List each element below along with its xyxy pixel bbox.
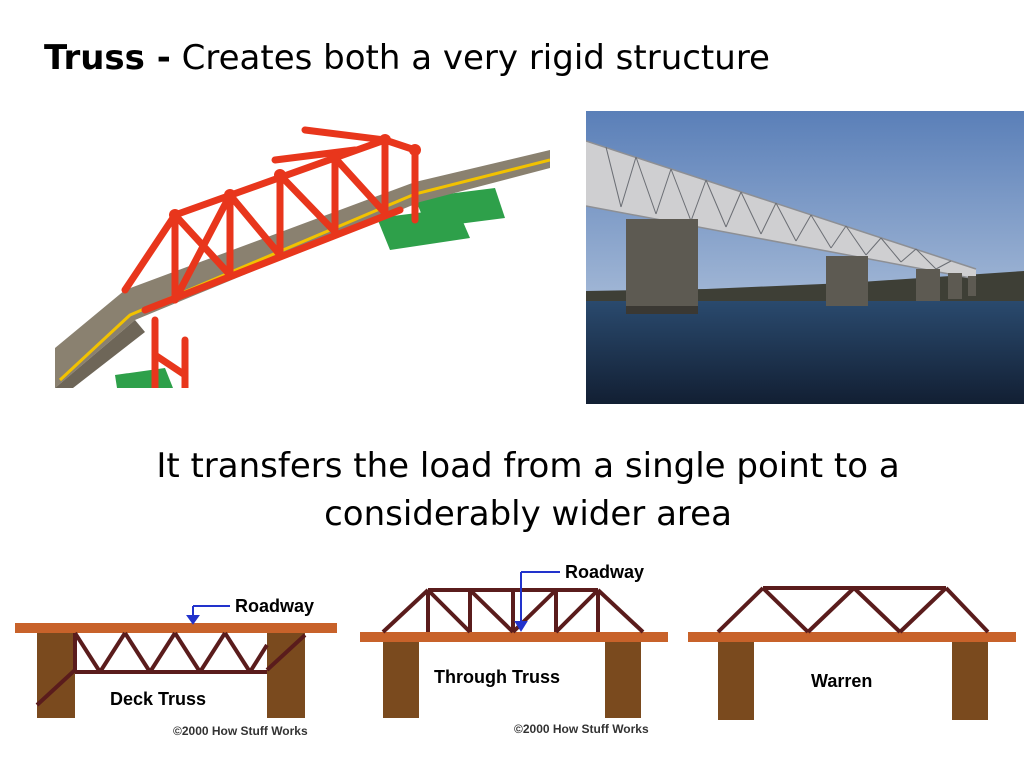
deck-roadway-beam <box>15 623 337 633</box>
through-truss-diagram: Roadway Through Truss ©2000 How Stuff Wo… <box>360 562 668 736</box>
deck-right-pier <box>267 633 305 718</box>
through-truss-label: Through Truss <box>434 667 560 687</box>
through-left-pier <box>383 642 419 718</box>
deck-roadway-label: Roadway <box>235 596 314 616</box>
through-roadway-beam <box>360 632 668 642</box>
deck-roadway-pointer <box>186 605 230 625</box>
title-definition: Creates both a very rigid structure <box>181 38 770 78</box>
through-roadway-label: Roadway <box>565 562 644 582</box>
warren-right-pier <box>952 642 988 720</box>
through-truss-members <box>381 588 645 634</box>
through-right-pier <box>605 642 641 718</box>
warren-left-pier <box>718 642 754 720</box>
warren-truss-diagram: Warren <box>688 586 1016 720</box>
warren-truss-members <box>716 586 990 634</box>
slide-title: Truss - Creates both a very rigid struct… <box>44 38 770 78</box>
deck-truss-label: Deck Truss <box>110 689 206 709</box>
body-text-line-2: considerably wider area <box>324 494 732 534</box>
model-truss-bridge-image <box>55 126 550 388</box>
deck-truss-members <box>35 631 307 707</box>
through-roadway-pointer <box>514 571 560 632</box>
deck-copyright: ©2000 How Stuff Works <box>173 724 308 738</box>
deck-truss-diagram: Roadway Deck Truss ©2000 How Stuff Works <box>15 596 337 738</box>
title-term: Truss - <box>44 38 171 78</box>
through-copyright: ©2000 How Stuff Works <box>514 722 649 736</box>
warren-roadway-beam <box>688 632 1016 642</box>
steel-truss-bridge-image <box>586 111 1024 404</box>
body-text: It transfers the load from a single poin… <box>60 442 996 538</box>
body-text-line-1: It transfers the load from a single poin… <box>156 446 900 486</box>
warren-label: Warren <box>811 671 872 691</box>
